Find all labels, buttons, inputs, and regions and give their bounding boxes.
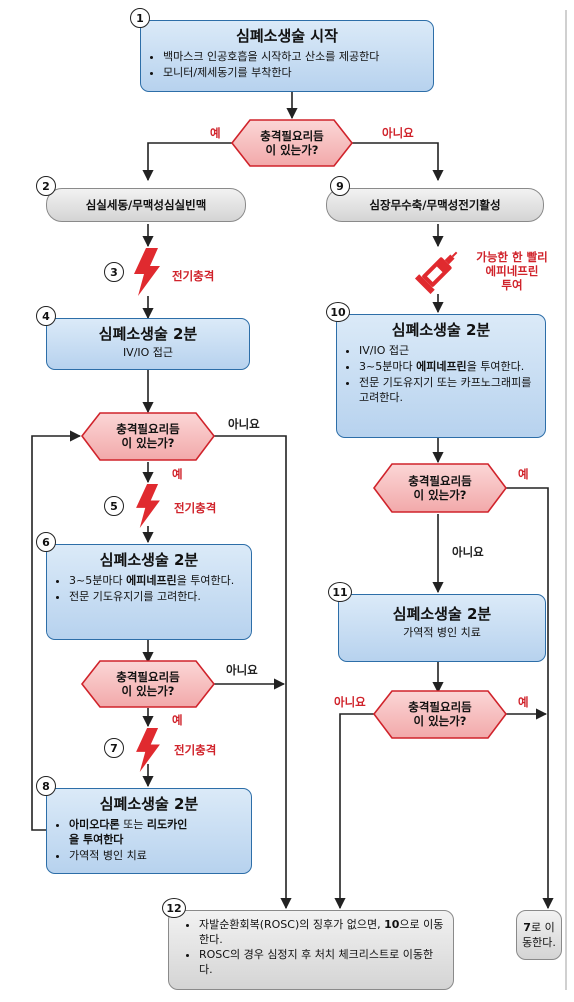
no-label: 아니요 [334, 695, 366, 709]
shock-label: 전기충격 [172, 269, 215, 283]
step-number: 9 [330, 176, 350, 196]
step-number: 11 [328, 582, 352, 602]
start-items: 백마스크 인공호흡을 시작하고 산소를 제공한다 모니터/제세동기를 부착한다 [151, 49, 423, 80]
cpr-box-6: 심폐소생술 2분 3~5분마다 에피네프린을 투여한다. 전문 기도유지기를 고… [46, 544, 252, 640]
goto-text: 7로 이동한다. [521, 920, 557, 950]
asystole-pea-box: 심장무수축/무맥성전기활성 [326, 188, 544, 222]
start-item: 모니터/제세동기를 부착한다 [163, 65, 423, 80]
cpr6-items: 3~5분마다 에피네프린을 투여한다. 전문 기도유지기를 고려한다. [57, 573, 241, 604]
cpr-title: 심폐소생술 2분 [392, 605, 492, 623]
cpr-title: 심폐소생술 2분 [99, 795, 199, 813]
epinephrine-asap-label: 가능한 한 빨리 에피네프린 투여 [476, 250, 548, 292]
step-number: 10 [326, 302, 350, 322]
decision-shape [230, 119, 354, 167]
no-label: 아니요 [226, 663, 258, 677]
rosc-box-12: 자발순환회복(ROSC)의 징후가 없으면, 10으로 이동한다. ROSC의 … [168, 910, 454, 990]
drug-name: 아미오다론 [69, 818, 120, 831]
shock-label: 전기충격 [174, 501, 217, 515]
cpr-title: 심폐소생술 2분 [98, 325, 198, 343]
text: 으로 이동한다. [199, 918, 444, 946]
start-cpr-box: 심폐소생술 시작 백마스크 인공호흡을 시작하고 산소를 제공한다 모니터/제세… [140, 20, 434, 92]
yes-label: 예 [518, 467, 529, 481]
no-label: 아니요 [452, 545, 484, 559]
cpr-subtitle: 가역적 병인 치료 [403, 626, 481, 639]
step-number: 12 [162, 898, 186, 918]
cpr-box-4: 심폐소생술 2분 IV/IO 접근 [46, 318, 250, 370]
box12-item: ROSC의 경우 심정지 후 처치 체크리스트로 이동한다. [199, 947, 445, 977]
box12-item: 자발순환회복(ROSC)의 징후가 없으면, 10으로 이동한다. [199, 917, 445, 947]
decision-shape [373, 463, 507, 513]
yes-label: 예 [172, 713, 183, 727]
yes-label: 예 [210, 126, 221, 140]
text: 또는 [119, 818, 147, 831]
decision-text: 충격필요리듬 이 있는가? [260, 129, 324, 157]
step-number: 7 [104, 738, 124, 758]
step-number: 6 [36, 532, 56, 552]
goto-step-7-box: 7로 이동한다. [516, 910, 562, 960]
yes-label: 예 [172, 467, 183, 481]
text: 자발순환회복(ROSC)의 징후가 없으면, [199, 918, 385, 931]
cpr10-item: IV/IO 접근 [359, 343, 535, 358]
yes-label: 예 [518, 695, 529, 709]
cpr10-item: 전문 기도유지기 또는 카프노그래피를 고려한다. [359, 375, 535, 405]
cpr10-items: IV/IO 접근 3~5분마다 에피네프린을 투여한다. 전문 기도유지기 또는… [347, 343, 535, 405]
step-number: 2 [36, 176, 56, 196]
cpr-box-10: 심폐소생술 2분 IV/IO 접근 3~5분마다 에피네프린을 투여한다. 전문… [336, 314, 546, 438]
start-title: 심폐소생술 시작 [236, 27, 338, 45]
drug-name: 에피네프린 [416, 360, 467, 373]
shock-label: 전기충격 [174, 743, 217, 757]
decision-text: 충격필요리듬 이 있는가? [408, 700, 472, 728]
text: 3~5분마다 [69, 574, 127, 587]
cpr10-item: 3~5분마다 에피네프린을 투여한다. [359, 359, 535, 374]
cpr-title: 심폐소생술 2분 [391, 321, 491, 339]
no-label: 아니요 [382, 126, 414, 140]
cpr8-item: 가역적 병인 치료 [69, 848, 241, 863]
cpr6-item: 전문 기도유지기를 고려한다. [69, 589, 241, 604]
lightning-icon [136, 728, 160, 772]
lightning-icon [136, 484, 160, 528]
step-ref: 7 [523, 921, 531, 934]
step-number: 8 [36, 776, 56, 796]
cpr-subtitle: IV/IO 접근 [122, 346, 174, 359]
decision-shape [80, 660, 216, 708]
box12-items: 자발순환회복(ROSC)의 징후가 없으면, 10으로 이동한다. ROSC의 … [185, 917, 445, 977]
step-number: 1 [130, 8, 150, 28]
decision-text: 충격필요리듬 이 있는가? [408, 474, 472, 502]
decision-shape [80, 412, 216, 461]
decision-text: 충격필요리듬 이 있는가? [116, 422, 180, 450]
start-item: 백마스크 인공호흡을 시작하고 산소를 제공한다 [163, 49, 423, 64]
vf-pvt-box: 심실세동/무맥성심실빈맥 [46, 188, 246, 222]
no-label: 아니요 [228, 417, 260, 431]
lightning-icon [134, 248, 160, 296]
step-number: 5 [104, 496, 124, 516]
text: 3~5분마다 [359, 360, 417, 373]
decision-text: 충격필요리듬 이 있는가? [116, 670, 180, 698]
cpr-title: 심폐소생술 2분 [99, 551, 199, 569]
drug-name: 에피네프린 [126, 574, 177, 587]
step-ref: 10 [384, 918, 400, 931]
cpr6-item: 3~5분마다 에피네프린을 투여한다. [69, 573, 241, 588]
decision-shape [372, 690, 508, 739]
cpr-box-11: 심폐소생술 2분 가역적 병인 치료 [338, 594, 546, 662]
step-number: 3 [104, 262, 124, 282]
step-number: 4 [36, 306, 56, 326]
text: 을 투여한다. [176, 574, 235, 587]
text: 을 투여한다. [466, 360, 525, 373]
syringe-icon [414, 251, 458, 294]
text: 로 이동한다. [522, 921, 556, 949]
drug-instruction: 을 투여한다 [69, 833, 124, 846]
drug-name: 리도카인 [146, 818, 188, 831]
